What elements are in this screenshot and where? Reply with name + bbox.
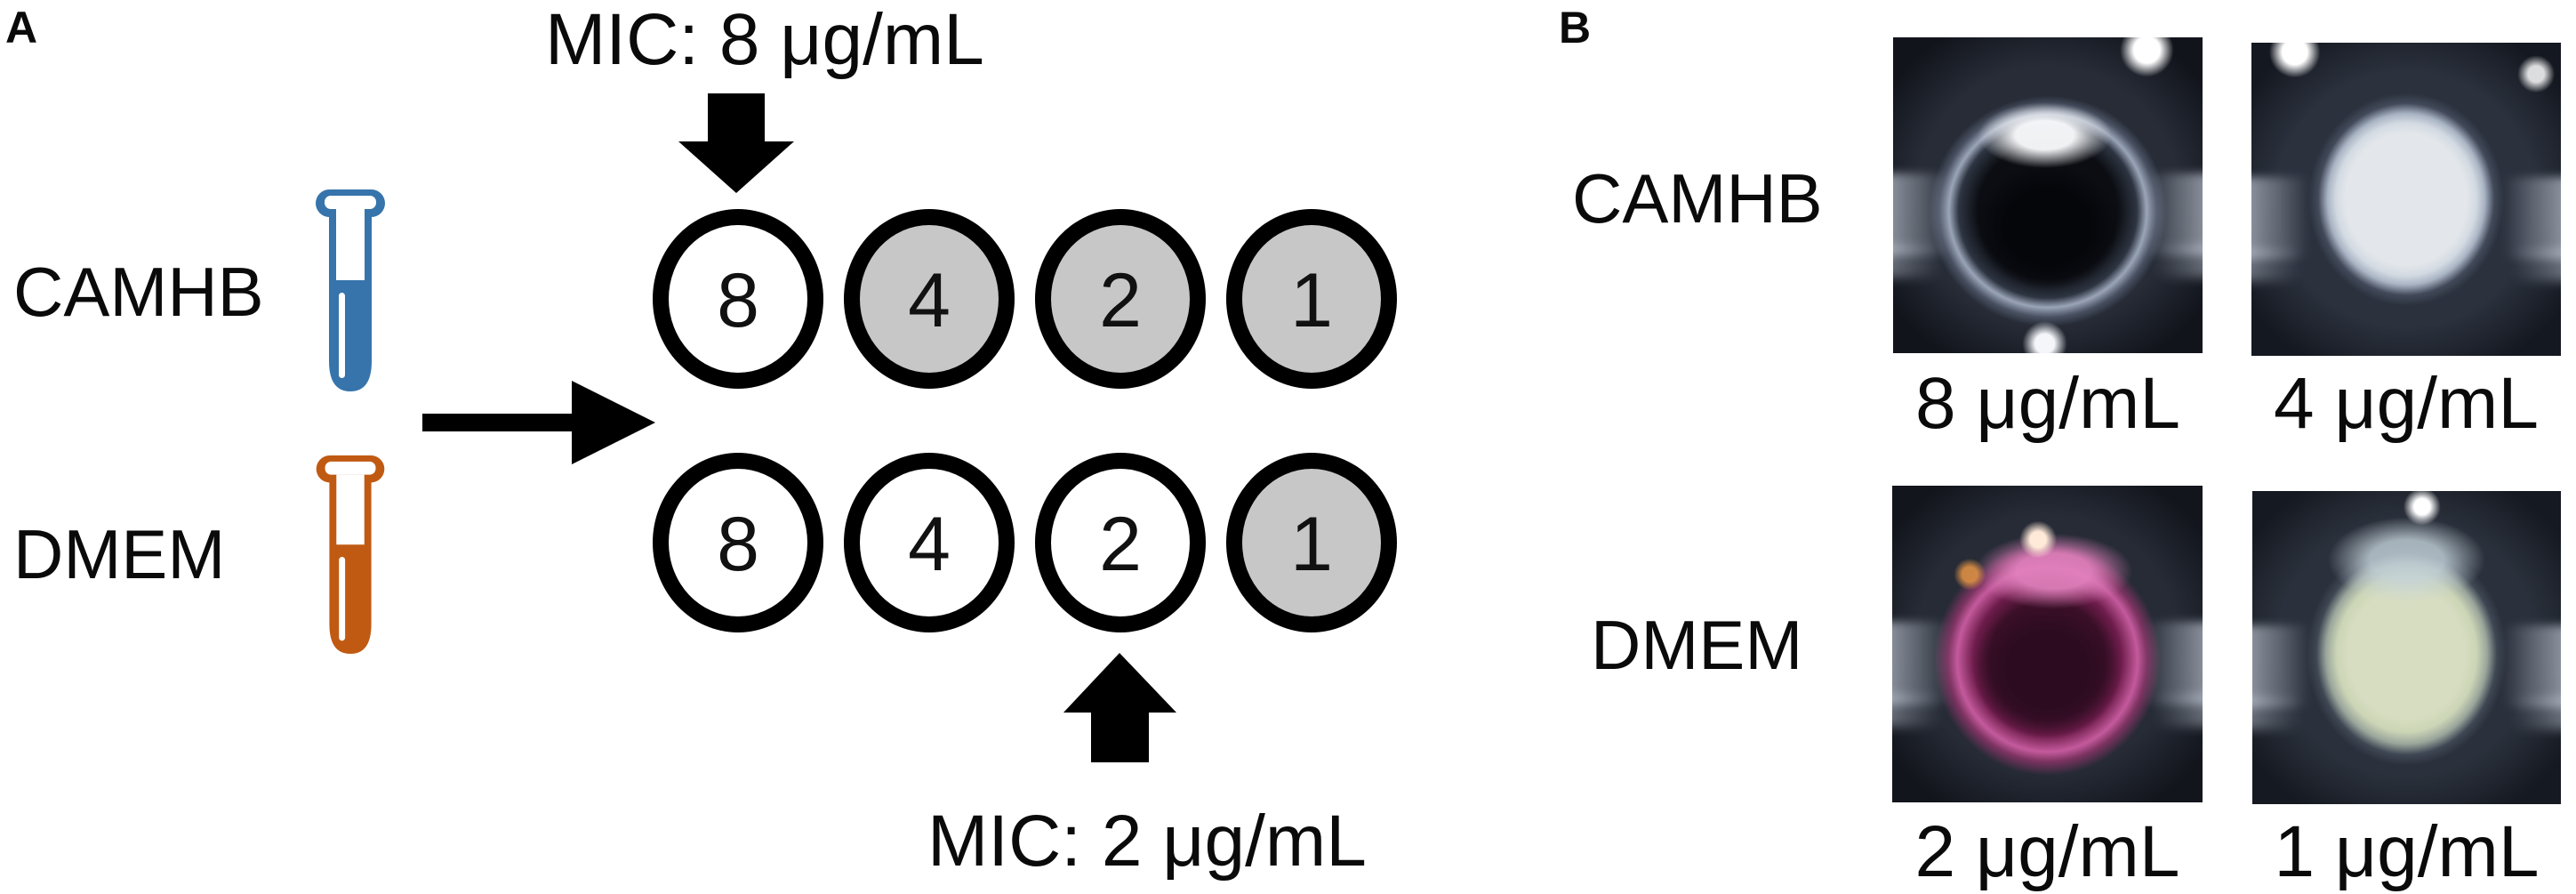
well-value: 4 [908, 257, 951, 343]
well-dmem-2: 2 [1035, 453, 1206, 632]
test-tube-dmem-icon [316, 455, 385, 655]
well-value: 8 [717, 501, 759, 587]
conc-label-dmem-2ug: 2 μg/mL [1914, 811, 2180, 892]
well-dmem-1: 1 [1226, 453, 1397, 632]
mic-annotation-dmem: MIC: 2 μg/mL [927, 801, 1367, 882]
panel-a-label: A [5, 3, 38, 52]
media-label-dmem-a: DMEM [13, 515, 226, 593]
well-camhb-1: 1 [1226, 209, 1397, 389]
well-photo-camhb-4ug [2251, 43, 2561, 356]
media-label-dmem-b: DMEM [1591, 606, 1803, 684]
well-camhb-4: 4 [844, 209, 1015, 389]
well-photo-dmem-2ug [1892, 486, 2203, 802]
well-value: 4 [908, 501, 951, 587]
mic-annotation-camhb: MIC: 8 μg/mL [545, 0, 984, 80]
media-label-camhb-b: CAMHB [1572, 159, 1823, 238]
well-value: 2 [1099, 501, 1142, 587]
well-photo-camhb-8ug [1893, 37, 2203, 353]
well-value: 1 [1290, 257, 1333, 343]
well-dmem-8: 8 [653, 453, 823, 632]
right-arrow-icon [422, 381, 655, 464]
well-value: 8 [717, 257, 759, 343]
conc-label-dmem-1ug: 1 μg/mL [2274, 811, 2540, 892]
test-tube-camhb-icon [316, 189, 385, 391]
well-value: 2 [1099, 257, 1142, 343]
media-label-camhb-a: CAMHB [13, 253, 264, 331]
well-photo-dmem-1ug [2252, 491, 2561, 804]
well-camhb-8: 8 [653, 209, 823, 389]
up-arrow-icon [1063, 653, 1176, 762]
well-dmem-4: 4 [844, 453, 1015, 632]
down-arrow-icon [678, 93, 794, 193]
panel-b-label: B [1559, 3, 1592, 52]
conc-label-camhb-8ug: 8 μg/mL [1915, 363, 2180, 444]
well-camhb-2: 2 [1035, 209, 1206, 389]
conc-label-camhb-4ug: 4 μg/mL [2274, 363, 2539, 444]
well-value: 1 [1290, 501, 1333, 587]
